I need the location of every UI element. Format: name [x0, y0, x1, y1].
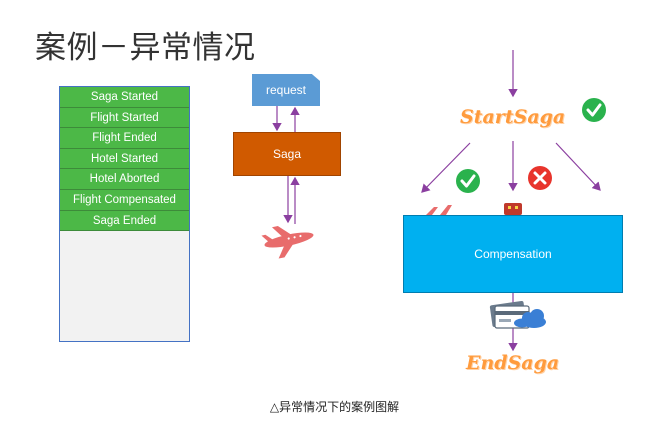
- log-entry: Saga Ended: [60, 210, 189, 232]
- cloud-icon: [514, 309, 546, 328]
- log-entry: Flight Compensated: [60, 189, 189, 211]
- saga-log-panel: Saga Started Flight Started Flight Ended…: [59, 86, 190, 342]
- hotel-icon: [504, 203, 522, 215]
- page-title: 案例－异常情况: [35, 30, 256, 66]
- log-entry: Hotel Aborted: [60, 169, 189, 190]
- request-node: request: [252, 74, 320, 106]
- arrow-startsaga-to-flight: [421, 142, 471, 193]
- airplane-icon: [261, 226, 314, 259]
- log-entry: Saga Started: [60, 87, 189, 108]
- end-saga-label: EndSaga: [466, 352, 560, 374]
- log-entry: Hotel Started: [60, 148, 189, 170]
- check-icon: [582, 98, 606, 122]
- cross-icon: [528, 166, 552, 190]
- figure-caption: △异常情况下的案例图解: [269, 400, 400, 414]
- log-entry: Flight Ended: [60, 128, 189, 149]
- airplane-icon: [426, 205, 452, 215]
- start-saga-label: StartSaga: [460, 106, 566, 128]
- log-entry: Flight Started: [60, 107, 189, 129]
- check-icon: [456, 169, 480, 193]
- compensation-node: Compensation: [403, 215, 623, 293]
- saga-node: Saga: [233, 132, 341, 176]
- arrow-startsaga-to-car: [555, 142, 601, 191]
